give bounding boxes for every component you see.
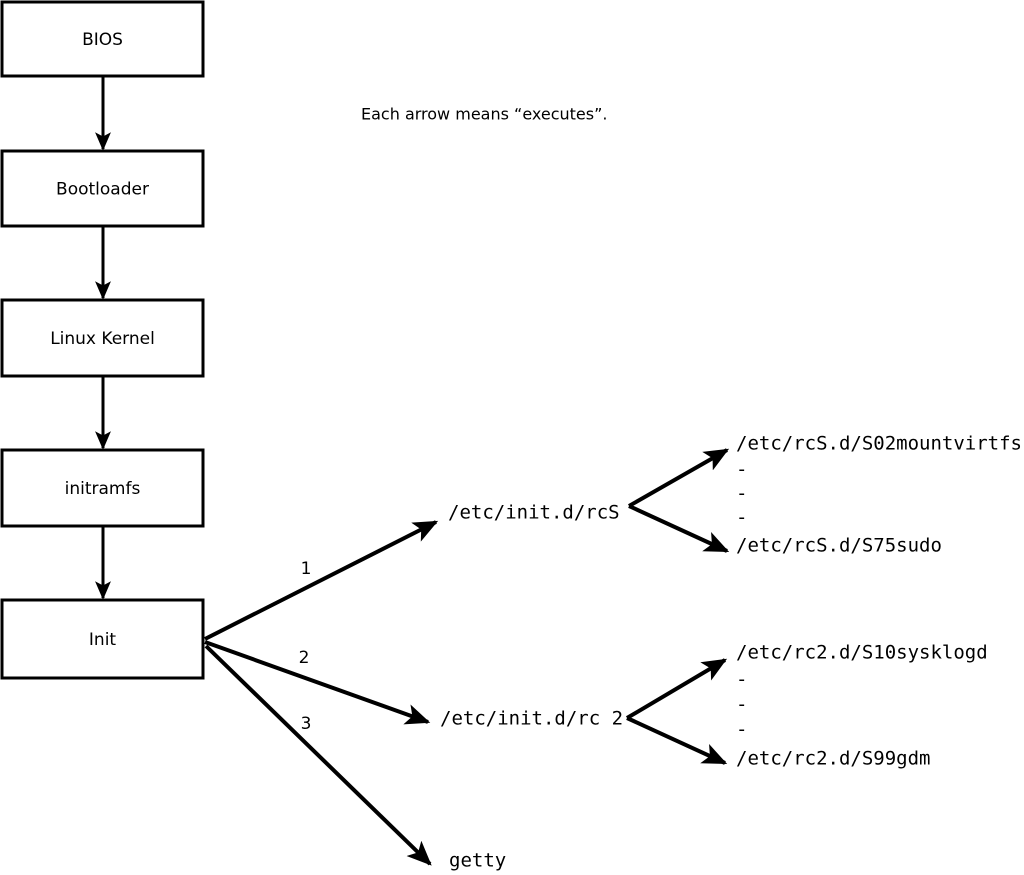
node-bootloader-label: Bootloader xyxy=(56,180,149,200)
labels-group: 1/etc/init.d/rcS 2/etc/init.d/rc 2 3 getty /… xyxy=(299,105,1022,872)
node-initramfs-box xyxy=(0,448,205,528)
rc2-scripts-first-script-label: /etc/rc2.d/S10sysklogd xyxy=(736,642,988,664)
node-bootloader[interactable]: Bootloader xyxy=(0,149,205,228)
node-kernel-label: Linux Kernel xyxy=(50,329,155,349)
rcs-scripts-last-script-label: /etc/rcS.d/S75sudo xyxy=(736,535,942,557)
node-init-box xyxy=(0,598,205,680)
init-arrow-order-rc2: 2 xyxy=(299,648,310,668)
init-arrow-to-rcs xyxy=(204,520,439,641)
rcs-scripts-ellipsis-dash: - xyxy=(736,459,747,481)
rcs-scripts-first-script-label: /etc/rcS.d/S02mountvirtfs xyxy=(736,433,1022,455)
node-bios-box xyxy=(0,0,205,78)
node-kernel-box xyxy=(0,298,205,378)
rcs-scripts-arrow-first-script xyxy=(628,448,730,508)
node-bios-label: BIOS xyxy=(82,30,123,50)
target-label-rcs: /etc/init.d/rcS xyxy=(448,502,620,524)
rc2-scripts-ellipsis-dash: - xyxy=(736,669,747,691)
target-label-rc2: /etc/init.d/rc 2 xyxy=(440,708,623,730)
init-arrow-to-rc2 xyxy=(204,640,431,725)
init-arrow-to-getty xyxy=(204,644,432,866)
script-branches-group xyxy=(625,448,730,765)
legend-note: Each arrow means “executes”. xyxy=(361,105,607,124)
init-arrow-order-getty: 3 xyxy=(301,714,312,734)
target-label-getty: getty xyxy=(449,850,506,872)
node-bootloader-box xyxy=(0,149,205,228)
node-kernel[interactable]: Linux Kernel xyxy=(0,298,205,378)
rcs-scripts-arrow-last-script xyxy=(628,504,730,553)
init-fanout-group xyxy=(204,520,439,866)
node-initramfs-label: initramfs xyxy=(65,479,141,499)
node-init[interactable]: Init xyxy=(0,598,205,680)
node-init-label: Init xyxy=(89,630,117,650)
rc2-scripts-arrow-last-script xyxy=(626,716,728,765)
rcs-scripts-ellipsis-dash: - xyxy=(736,483,747,505)
rc2-scripts-ellipsis-dash: - xyxy=(736,694,747,716)
rcs-scripts-ellipsis-dash: - xyxy=(736,507,747,529)
rc2-scripts-ellipsis-dash: - xyxy=(736,719,747,741)
node-initramfs[interactable]: initramfs xyxy=(0,448,205,528)
init-arrow-order-rcs: 1 xyxy=(301,559,312,579)
rc2-scripts-last-script-label: /etc/rc2.d/S99gdm xyxy=(736,748,930,770)
rc2-scripts-arrow-first-script xyxy=(625,658,728,720)
node-bios[interactable]: BIOS xyxy=(0,0,205,78)
